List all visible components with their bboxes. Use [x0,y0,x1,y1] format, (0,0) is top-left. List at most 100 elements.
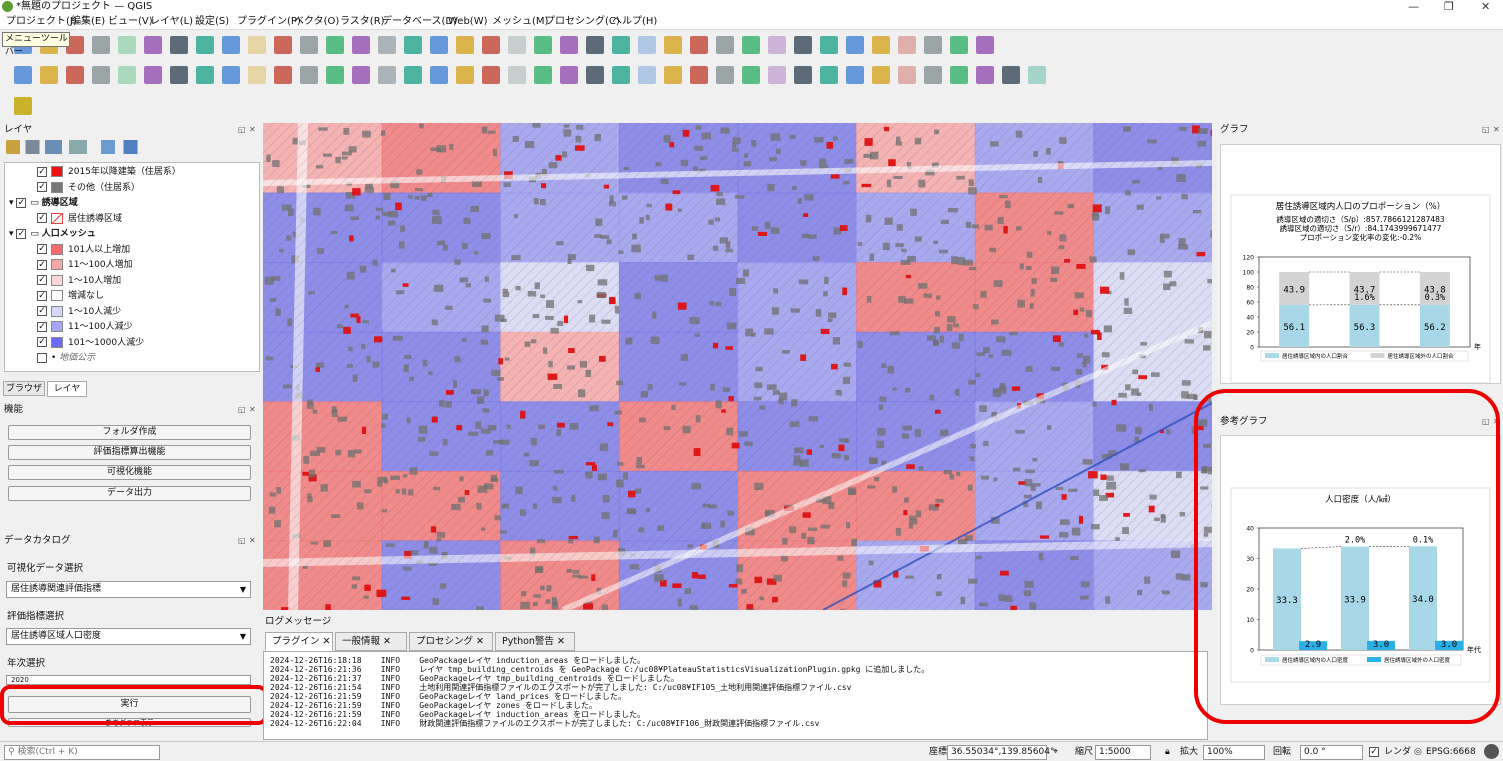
layer-checkbox[interactable]: ✓ [37,321,47,332]
tab-python-warning[interactable]: Python警告 ✕ [495,632,575,651]
toolbar-tool-icon[interactable] [508,36,526,54]
toolbar-tool-icon[interactable] [352,36,370,54]
panel-float-icon[interactable]: ◱ [1482,125,1490,134]
layer-checkbox[interactable]: ✓ [16,197,27,208]
toolbar-tool-icon[interactable] [742,66,760,84]
toolbar-tool-icon[interactable] [872,66,890,84]
mouse-icon[interactable]: ⌖ [1053,747,1059,757]
layer-checkbox[interactable]: ✓ [37,290,47,301]
crs-label[interactable]: EPSG:6668 [1426,747,1476,757]
layer-item[interactable]: ✓1〜10人増加 [37,274,121,289]
toolbar-tool-icon[interactable] [352,66,370,84]
toolbar-tool-icon[interactable] [586,66,604,84]
layer-item[interactable]: ✓2015年以降建築（住居系） [37,165,181,180]
locator-search-input[interactable]: ⚲ 検索(Ctrl + K) [4,745,160,760]
layer-item[interactable]: ✓101〜1000人減少 [37,336,144,351]
menu-raster[interactable]: ラスタ(R) [340,16,385,27]
toolbar-tool-icon[interactable] [742,36,760,54]
run-button[interactable]: 実行 [8,696,251,713]
menu-settings[interactable]: 設定(S) [195,16,230,27]
toolbar-tool-icon[interactable] [924,66,942,84]
toolbar-tool-icon[interactable] [274,66,292,84]
visualize-button[interactable]: 可視化機能 [8,465,251,480]
toolbar-tool-icon[interactable] [274,36,292,54]
toolbar-tool-icon[interactable] [976,36,994,54]
panel-close-icon[interactable]: ✕ [1493,125,1500,134]
toolbar-tool-icon[interactable] [222,66,240,84]
toolbar-tool-icon[interactable] [40,66,58,84]
toolbar-tool-icon[interactable] [118,66,136,84]
panel-close-icon[interactable]: ✕ [249,405,256,414]
toolbar-tool-icon[interactable] [924,36,942,54]
menu-layer[interactable]: レイヤ(L) [150,16,194,27]
toolbar-tool-icon[interactable] [326,36,344,54]
menu-project[interactable]: プロジェクト(J) [6,16,77,27]
toolbar-tool-icon[interactable] [612,66,630,84]
toolbar-tool-icon[interactable] [404,36,422,54]
toolbar-tool-icon[interactable] [560,36,578,54]
toolbar-tool-icon[interactable] [14,66,32,84]
layer-checkbox[interactable] [37,352,47,363]
tab-layers[interactable]: レイヤ [47,381,87,397]
toolbar-tool-icon[interactable] [898,36,916,54]
panel-float-icon[interactable]: ◱ [238,405,246,414]
layer-checkbox[interactable]: ✓ [37,166,47,177]
toolbar-tool-icon[interactable] [716,36,734,54]
toolbar-tool-icon[interactable] [66,66,84,84]
layer-checkbox[interactable]: ✓ [37,337,47,347]
menu-vector[interactable]: ベクタ(O) [294,16,340,27]
toolbar-tool-icon[interactable] [170,36,188,54]
rotation-field[interactable]: 0.0 ° [1300,745,1363,760]
coord-field[interactable]: 36.55034°,139.85604° [947,745,1054,760]
layer-checkbox[interactable]: ✓ [37,213,47,223]
toolbar-tool-icon[interactable] [456,36,474,54]
toolbar-tool-icon[interactable] [248,66,266,84]
layer-group[interactable]: ▾ ✓▭ 人口メッシュ [9,227,96,242]
tab-plugin[interactable]: プラグイン ✕ [265,632,333,651]
lock-icon[interactable]: 🔒︎ [1165,747,1170,757]
menu-web[interactable]: Web(W) [448,16,488,27]
menu-edit[interactable]: 編集(E) [71,16,106,27]
toolbar-tool-icon[interactable] [300,66,318,84]
toolbar-tool-icon[interactable] [612,36,630,54]
toolbar-tool-icon[interactable] [664,66,682,84]
toolbar-tool-icon[interactable] [482,66,500,84]
toolbar-tool-icon[interactable] [586,36,604,54]
layer-checkbox[interactable]: ✓ [37,259,47,270]
toolbar-tool-icon[interactable] [716,66,734,84]
toolbar-tool-icon[interactable] [430,66,448,84]
minimize-button[interactable]: — [1408,0,1419,13]
toolbar-tool-icon[interactable] [950,36,968,54]
toolbar-tool-icon[interactable] [820,36,838,54]
toolbar-tool-icon[interactable] [664,36,682,54]
panel-close-icon[interactable]: ✕ [249,125,256,134]
layer-checkbox[interactable]: ✓ [37,244,47,254]
menu-view[interactable]: ビュー(V) [108,16,153,27]
toolbar-tool-icon[interactable] [404,66,422,84]
panel-float-icon[interactable]: ◱ [1482,417,1490,426]
toolbar-tool-icon[interactable] [170,66,188,84]
render-checkbox[interactable]: ✓ [1369,746,1379,757]
close-button[interactable]: ✕ [1481,0,1491,13]
toolbar-tool-icon[interactable] [196,66,214,84]
layer-checkbox[interactable]: ✓ [16,228,27,239]
toolbar-tool-icon[interactable] [430,36,448,54]
panel-float-icon[interactable]: ◱ [238,125,246,134]
tab-general[interactable]: 一般情報 ✕ [335,632,407,651]
crs-icon[interactable]: ◎ [1414,747,1422,757]
toolbar-tool-icon[interactable] [508,66,526,84]
toolbar-tool-icon[interactable] [768,66,786,84]
toolbar-tool-icon[interactable] [144,66,162,84]
layer-checkbox[interactable]: ✓ [37,306,47,316]
toolbar-tool-icon[interactable] [1002,66,1020,84]
toolbar-tool-icon[interactable] [794,36,812,54]
metric-select[interactable]: 居住誘導区域人口密度▼ [6,628,251,645]
calc-metrics-button[interactable]: 評価指標算出機能 [8,445,251,460]
toolbar-tool-icon[interactable] [846,66,864,84]
messages-icon[interactable] [1484,744,1499,759]
layer-item[interactable]: • 地価公示 [37,351,95,366]
layer-checkbox[interactable]: ✓ [37,275,47,285]
layer-item[interactable]: ✓11〜100人減少 [37,320,133,335]
layer-item[interactable]: ✓居住誘導区域 [37,212,122,227]
layer-item[interactable]: ✓その他（住居系） [37,181,140,196]
